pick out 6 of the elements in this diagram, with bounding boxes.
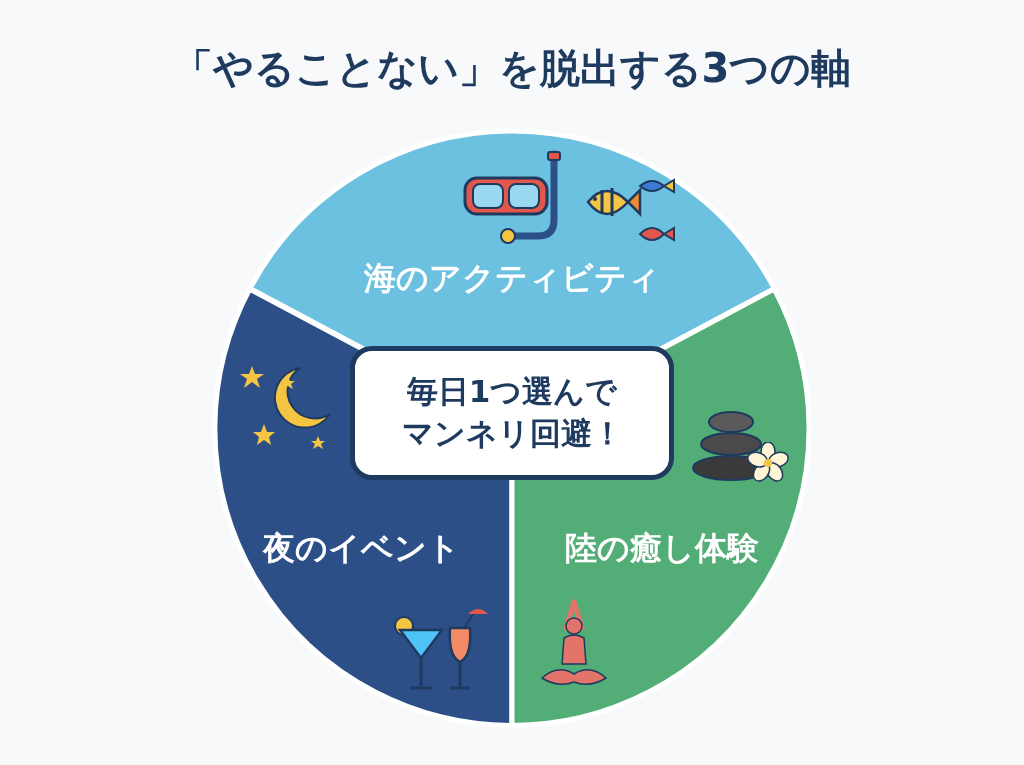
segment-label: 夜のイベント bbox=[263, 528, 461, 569]
message-box bbox=[350, 346, 674, 480]
segment-label: 海のアクティビティ bbox=[364, 258, 660, 299]
title: 「やることない」を脱出する3つの軸 bbox=[172, 44, 852, 93]
segment-label: 陸の癒し体験 bbox=[565, 528, 759, 569]
center-message: 毎日1つ選んでマンネリ回避！ bbox=[400, 372, 624, 453]
